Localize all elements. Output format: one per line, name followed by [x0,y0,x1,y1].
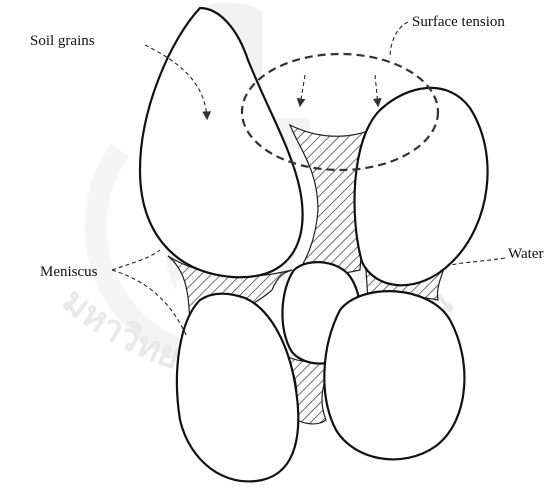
surface-tension-leader [390,22,408,58]
surface-tension-label: Surface tension [412,14,505,30]
water-leader [448,258,505,266]
water-label: Water [508,246,543,262]
soil-grain-top-left [140,8,303,277]
soil-grains-label: Soil grains [30,33,95,49]
soil-grain-bottom-right [324,291,464,459]
surface-tension-arrow-left [300,75,305,105]
soil-grain-top-right [355,88,488,285]
surface-tension-arrow-right [375,75,378,105]
soil-grain-bottom-left [177,294,298,482]
meniscus-leader-upper [112,250,160,270]
meniscus-label: Meniscus [40,264,98,280]
